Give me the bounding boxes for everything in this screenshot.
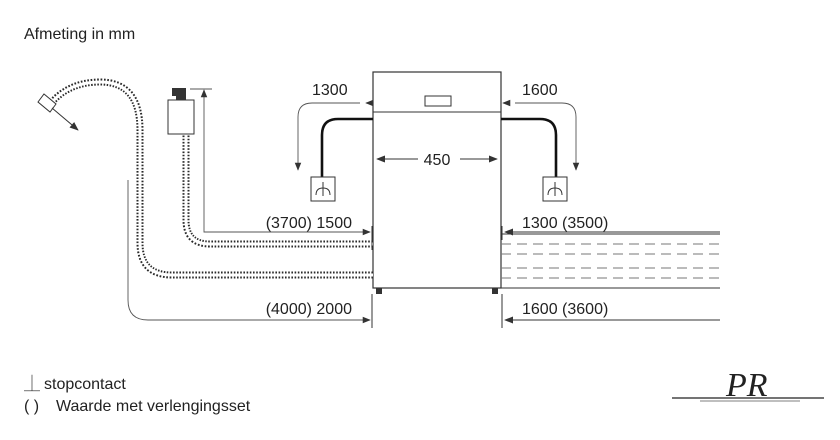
power-socket-icon bbox=[310, 176, 336, 202]
left-drain-dimension: (3700) 1500 bbox=[266, 215, 352, 232]
left-supply-dimension: (4000) 2000 bbox=[266, 301, 352, 318]
water-tap-icon bbox=[167, 88, 195, 135]
logo-text: PR bbox=[725, 367, 768, 404]
control-panel-display bbox=[424, 95, 452, 107]
extension-legend-symbol: ( ) bbox=[24, 398, 39, 415]
extension-legend-label: Waarde met verlengingsset bbox=[56, 398, 251, 415]
left-cable-dimension: 1300 bbox=[312, 82, 348, 99]
right-cable-dimension: 1600 bbox=[522, 82, 558, 99]
front-foot bbox=[376, 288, 382, 294]
page-title: Afmeting in mm bbox=[24, 26, 135, 43]
socket-legend-symbol: ⏊ bbox=[24, 374, 40, 393]
right-supply-dimension: 1600 (3600) bbox=[522, 301, 608, 318]
power-socket-icon bbox=[542, 176, 568, 202]
dishwasher-unit bbox=[372, 71, 502, 294]
width-dimension: 450 bbox=[424, 152, 451, 169]
socket-legend-label: stopcontact bbox=[44, 376, 126, 393]
legend: ⏊ stopcontact ( ) Waarde met verlengings… bbox=[24, 374, 251, 415]
brand-logo: PR bbox=[672, 367, 824, 404]
right-drain-dimension: 1300 (3500) bbox=[522, 215, 608, 232]
hose-end-icon bbox=[37, 93, 79, 131]
rear-foot bbox=[492, 288, 498, 294]
